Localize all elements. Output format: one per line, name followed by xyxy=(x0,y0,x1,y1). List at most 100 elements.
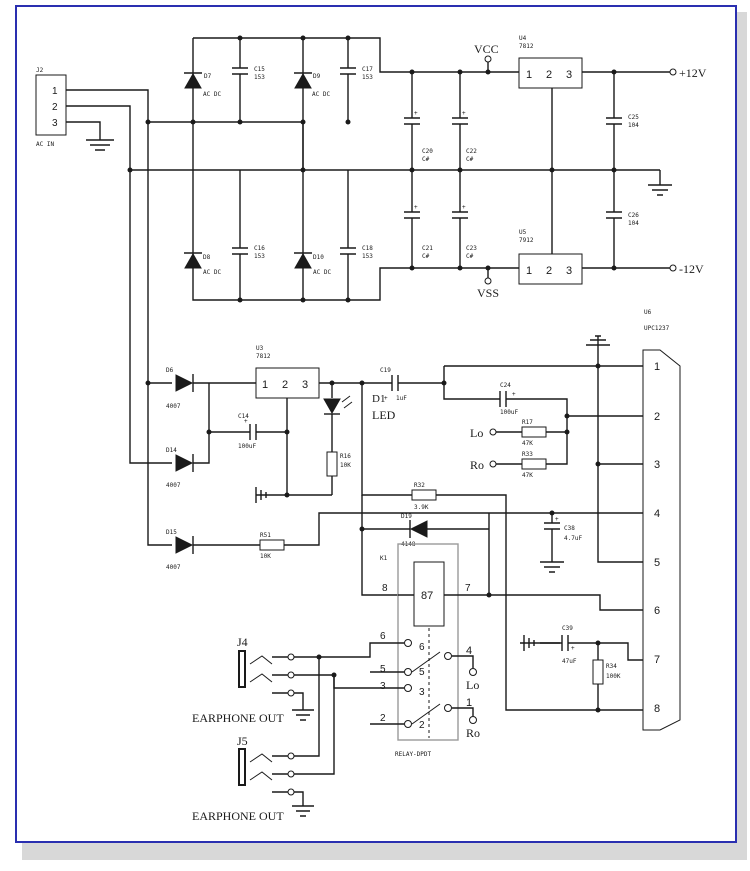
jack-j5: J5 EARPHONE OUT xyxy=(192,734,295,823)
svg-text:U3: U3 xyxy=(256,345,264,352)
svg-text:C16: C16 xyxy=(254,245,265,252)
svg-text:+: + xyxy=(384,395,388,402)
svg-text:C#: C# xyxy=(466,156,474,163)
svg-text:100K: 100K xyxy=(606,673,621,680)
svg-text:4: 4 xyxy=(466,645,472,657)
ic-u6: U6 UPC1237 1 2 3 4 5 6 7 8 xyxy=(642,309,681,731)
svg-text:K1: K1 xyxy=(380,555,388,562)
svg-text:2: 2 xyxy=(654,411,660,423)
svg-text:153: 153 xyxy=(362,253,373,260)
svg-text:C22: C22 xyxy=(466,148,477,155)
ground-icon xyxy=(540,561,564,573)
svg-text:4: 4 xyxy=(654,508,660,520)
svg-text:6: 6 xyxy=(380,631,386,642)
svg-text:AC DC: AC DC xyxy=(312,91,330,98)
vcc-label: VCC xyxy=(474,42,499,56)
svg-text:4007: 4007 xyxy=(166,403,181,410)
svg-text:C#: C# xyxy=(422,253,430,260)
svg-text:104: 104 xyxy=(628,220,639,227)
svg-text:7: 7 xyxy=(654,654,660,666)
j2-pin3: 3 xyxy=(52,118,58,129)
svg-text:C#: C# xyxy=(422,156,430,163)
svg-text:D7: D7 xyxy=(204,73,212,80)
svg-text:4007: 4007 xyxy=(166,564,181,571)
svg-text:AC DC: AC DC xyxy=(203,91,221,98)
svg-text:153: 153 xyxy=(362,74,373,81)
svg-text:3: 3 xyxy=(566,265,572,277)
j2-pin2: 2 xyxy=(52,102,58,113)
svg-text:5: 5 xyxy=(380,664,386,675)
svg-text:47K: 47K xyxy=(522,472,533,479)
lo-input-label: Lo xyxy=(470,426,483,440)
minus12v-label: -12V xyxy=(679,262,704,276)
svg-text:AC DC: AC DC xyxy=(203,269,221,276)
ground-icon xyxy=(648,170,672,196)
svg-text:1: 1 xyxy=(526,265,532,277)
diode-d7: D7 AC DC xyxy=(184,72,221,98)
svg-text:10K: 10K xyxy=(340,462,351,469)
j2-label: J2 xyxy=(36,67,44,74)
svg-text:C39: C39 xyxy=(562,625,573,632)
svg-text:R34: R34 xyxy=(606,663,617,670)
plus12v-label: +12V xyxy=(679,66,707,80)
svg-text:4.7uF: 4.7uF xyxy=(564,535,582,542)
svg-text:47uF: 47uF xyxy=(562,658,577,665)
svg-text:+: + xyxy=(555,516,559,523)
svg-text:C#: C# xyxy=(466,253,474,260)
ro-output-label: Ro xyxy=(466,726,480,740)
svg-text:C17: C17 xyxy=(362,66,373,73)
svg-text:+: + xyxy=(462,204,466,211)
svg-text:R51: R51 xyxy=(260,532,271,539)
svg-text:D8: D8 xyxy=(203,254,211,261)
svg-text:C15: C15 xyxy=(254,66,265,73)
svg-text:3.9K: 3.9K xyxy=(414,504,429,511)
svg-text:C18: C18 xyxy=(362,245,373,252)
diode-d9: D9 AC DC xyxy=(294,72,330,98)
earphone-out-j4: EARPHONE OUT xyxy=(192,711,284,725)
svg-text:+: + xyxy=(571,645,575,652)
svg-text:+: + xyxy=(414,110,418,117)
svg-text:D14: D14 xyxy=(166,447,177,454)
ground-icon xyxy=(292,709,314,721)
relay-contacts: 6 5 3 2 xyxy=(404,639,452,731)
connector-j2: J2 1 2 3 AC IN xyxy=(35,67,67,148)
svg-text:+: + xyxy=(462,110,466,117)
svg-text:2: 2 xyxy=(419,720,425,731)
svg-text:3: 3 xyxy=(419,687,425,698)
svg-text:D9: D9 xyxy=(313,73,321,80)
led-label: LED xyxy=(372,408,396,422)
svg-text:1: 1 xyxy=(654,361,660,373)
svg-text:3: 3 xyxy=(654,459,660,471)
svg-text:R33: R33 xyxy=(522,451,533,458)
svg-text:D6: D6 xyxy=(166,367,174,374)
svg-text:C26: C26 xyxy=(628,212,639,219)
svg-text:100uF: 100uF xyxy=(500,409,518,416)
svg-text:C25: C25 xyxy=(628,114,639,121)
svg-text:2: 2 xyxy=(546,69,552,81)
svg-text:C24: C24 xyxy=(500,382,511,389)
regulator-u5: U5 7912 1 2 3 xyxy=(518,229,583,285)
relay-k1: K1 87 RELAY-DPDT xyxy=(380,543,459,758)
svg-text:C21: C21 xyxy=(422,245,433,252)
svg-text:1uF: 1uF xyxy=(396,395,407,402)
svg-text:D10: D10 xyxy=(313,254,324,261)
svg-text:1: 1 xyxy=(262,379,268,391)
ac-in-label: AC IN xyxy=(36,141,54,148)
svg-text:8: 8 xyxy=(654,703,660,715)
earphone-out-j5: EARPHONE OUT xyxy=(192,809,284,823)
frame-border xyxy=(15,5,737,843)
ground-icon xyxy=(255,487,332,503)
svg-text:153: 153 xyxy=(254,74,265,81)
svg-text:R32: R32 xyxy=(414,482,425,489)
svg-text:1: 1 xyxy=(466,697,472,709)
svg-text:1: 1 xyxy=(526,69,532,81)
svg-text:U5: U5 xyxy=(519,229,527,236)
lo-output-label: Lo xyxy=(466,678,479,692)
svg-text:6: 6 xyxy=(419,642,425,653)
svg-text:87: 87 xyxy=(421,590,433,602)
svg-text:D19: D19 xyxy=(401,513,412,520)
